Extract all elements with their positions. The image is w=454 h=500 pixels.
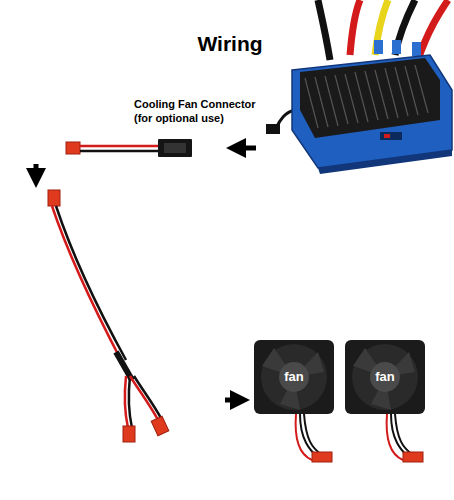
y-splitter-cable bbox=[48, 190, 169, 442]
cooling-fan bbox=[345, 340, 425, 462]
fan-label: fan bbox=[365, 369, 405, 384]
diagram-title: Wiring bbox=[150, 32, 310, 56]
pointer-arrow bbox=[236, 146, 256, 151]
callout-note: Cooling Fan Connector (for optional use) bbox=[134, 97, 272, 125]
pointer-arrow bbox=[225, 398, 240, 403]
fan-label: fan bbox=[274, 369, 314, 384]
cooling-fan bbox=[254, 340, 334, 462]
pointer-arrow bbox=[34, 164, 39, 178]
esc-body bbox=[292, 55, 452, 174]
fan-connector-lead bbox=[66, 139, 192, 157]
